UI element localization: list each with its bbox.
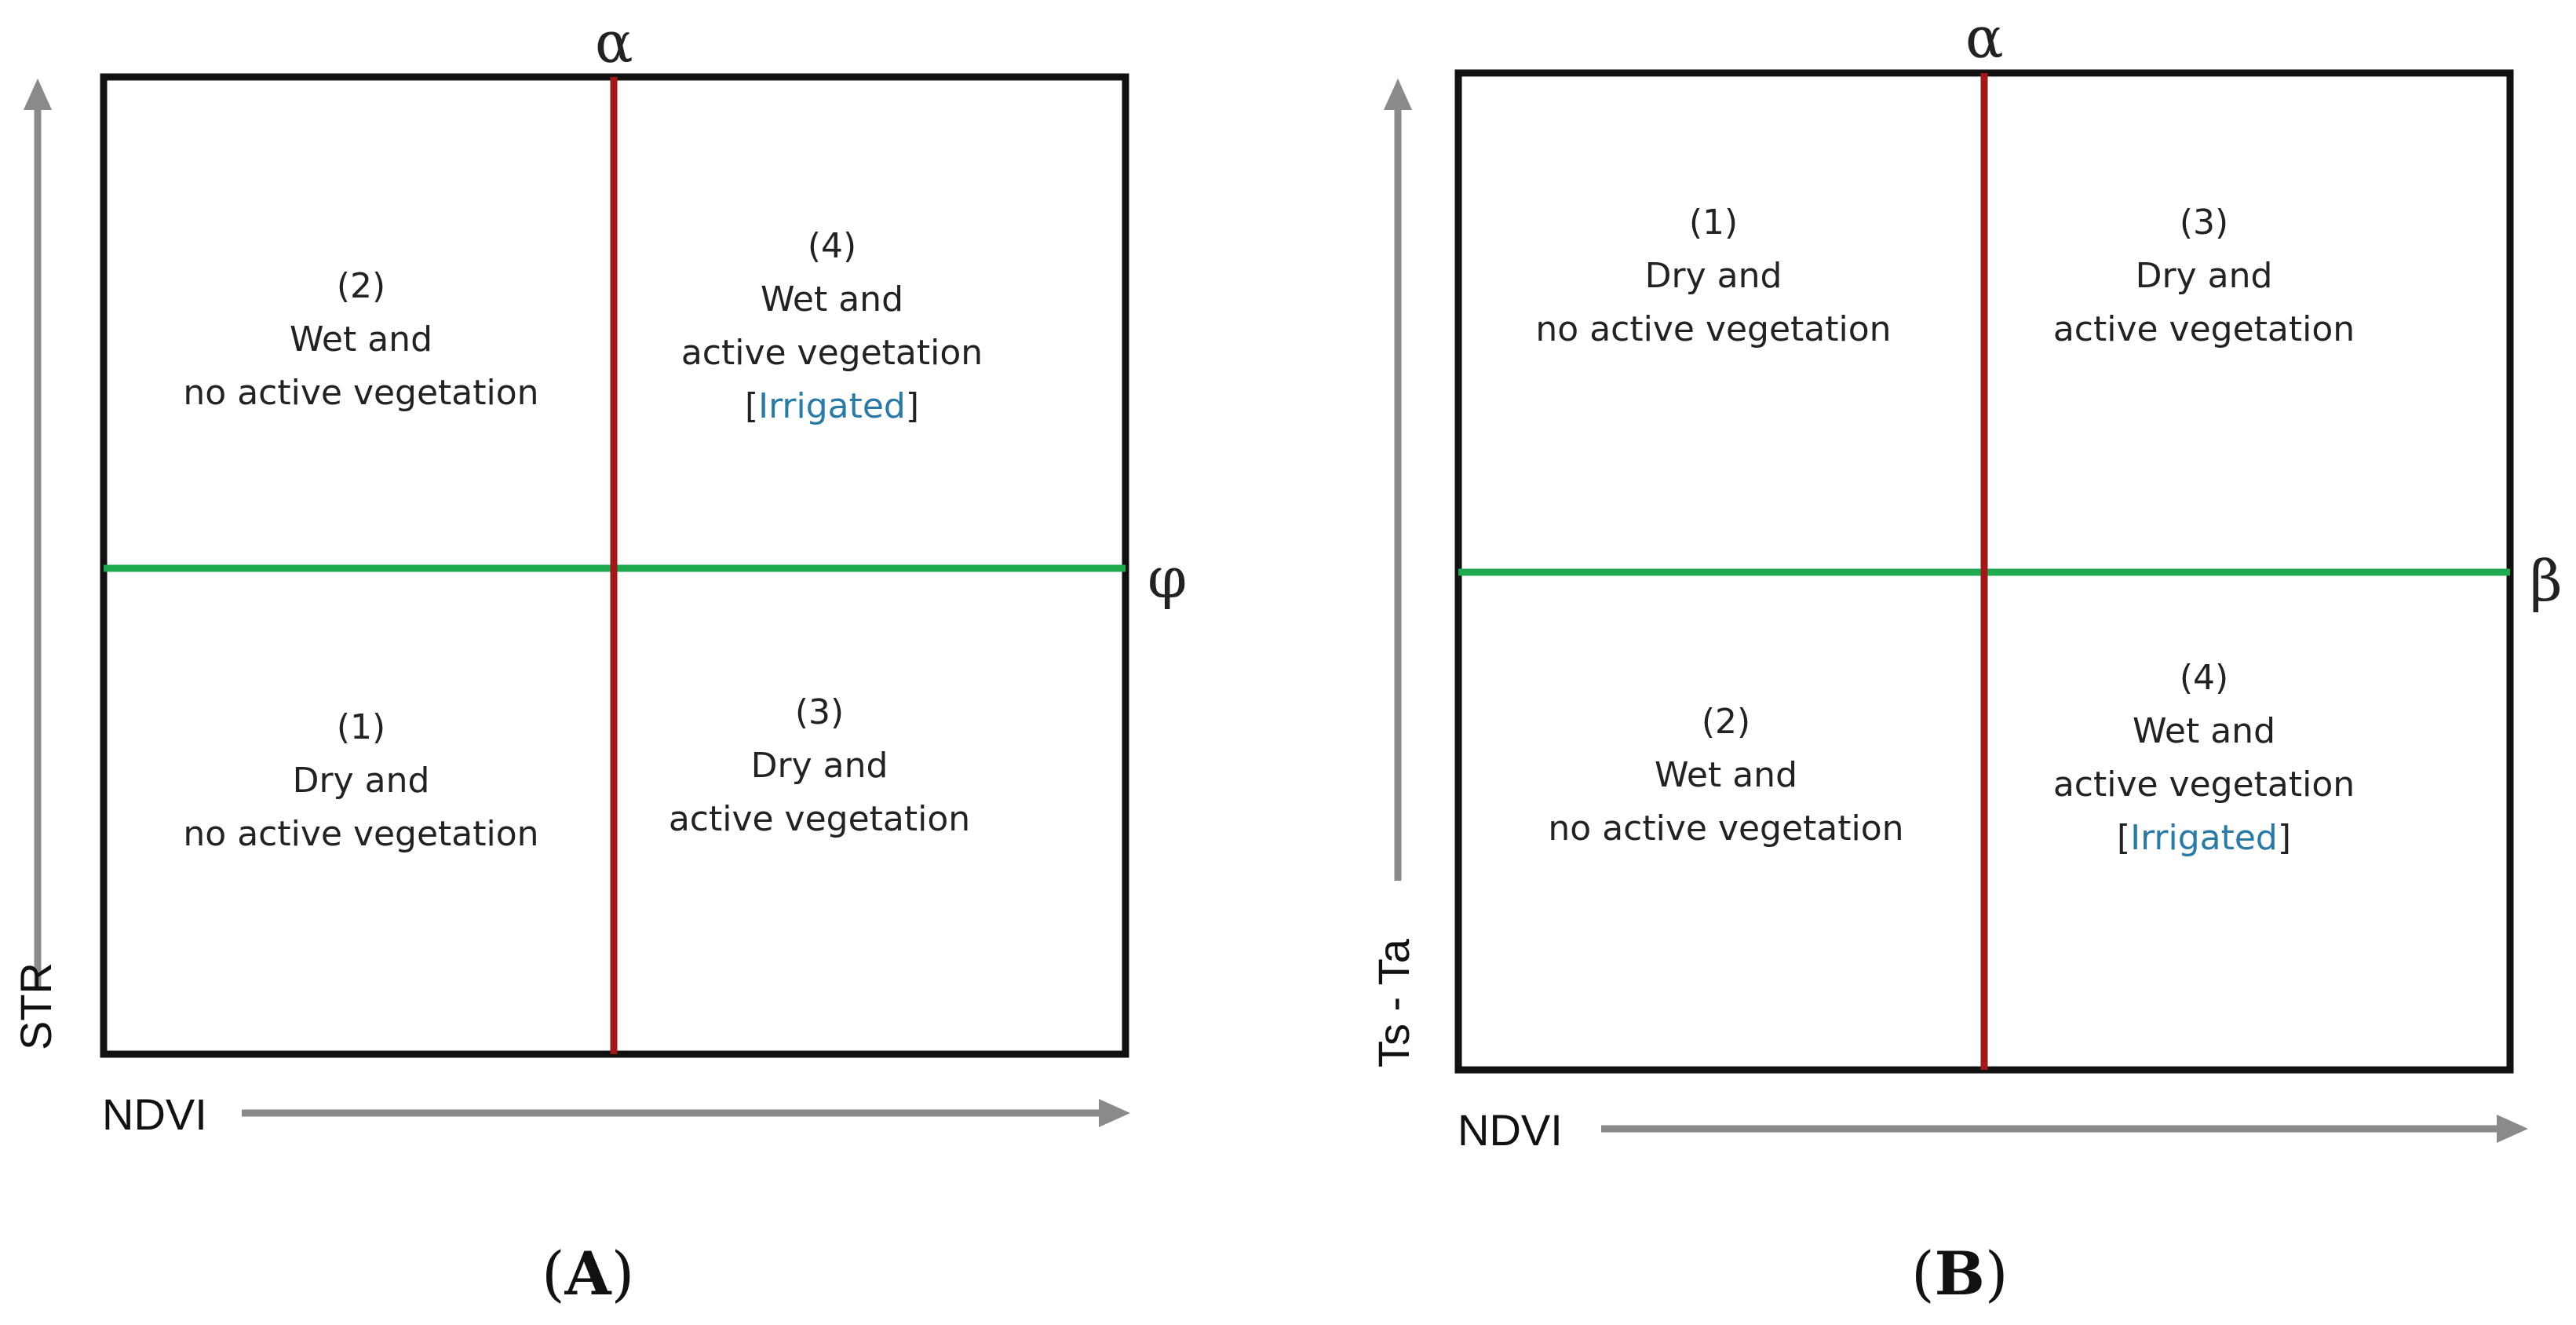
quadrant-bottom-left: (2) Wet and no active vegetation [1506,695,1946,856]
quadrant-line-1: Wet and [1654,755,1797,795]
x-axis-arrowhead [2497,1115,2528,1143]
panel-b-graphics [1384,69,2528,1143]
quadrant-line-2: active vegetation [668,799,971,839]
quadrant-bottom-right: (3) Dry and active vegetation [600,686,1039,846]
quadrant-number: (1) [336,707,386,747]
quadrant-line-2: no active vegetation [183,814,539,854]
y-axis-arrowhead [24,78,52,110]
phi-symbol: φ [1148,545,1188,611]
quadrant-line-2: no active vegetation [1535,309,1892,349]
quadrant-line-2: active vegetation [2052,765,2355,805]
panel-caption-b: (B) [1911,1239,2009,1309]
x-axis-arrowhead [1099,1099,1130,1127]
quadrant-line-2: active vegetation [2052,309,2355,349]
quadrant-top-right: (4) Wet and active vegetation [Irrigated… [612,220,1052,433]
quadrant-top-right: (3) Dry and active vegetation [1984,196,2424,356]
irrigated-label: Irrigated [758,386,906,426]
quadrant-line-2: active vegetation [680,333,983,373]
quadrant-number: (4) [807,226,857,266]
quadrant-line-1: Dry and [750,746,888,786]
quadrant-line-1: Dry and [2135,256,2273,296]
x-axis-label: NDVI [1458,1105,1563,1155]
y-axis-arrowhead [1384,78,1412,110]
quadrant-number: (3) [794,692,845,732]
beta-symbol: β [2530,548,2563,614]
alpha-symbol: α [1965,5,2004,71]
x-axis-label: NDVI [102,1090,207,1139]
quadrant-bottom-right: (4) Wet and active vegetation [Irrigated… [1984,652,2424,865]
quadrant-number: (4) [2179,658,2229,698]
quadrant-line-1: Wet and [760,279,903,319]
irrigated-note: [Irrigated] [2116,818,2292,858]
alpha-symbol: α [595,9,633,75]
panel-caption-a: (A) [542,1239,635,1309]
quadrant-number: (1) [1688,203,1739,243]
irrigated-label: Irrigated [2130,818,2278,858]
quadrant-top-left: (1) Dry and no active vegetation [1494,196,1933,356]
panel-b: α β Ts - Ta NDVI (1) Dry and no active v… [1288,0,2576,1325]
quadrant-bottom-left: (1) Dry and no active vegetation [141,701,581,861]
y-axis-label: Ts - Ta [1369,939,1418,1068]
quadrant-number: (2) [336,266,386,306]
quadrant-line-1: Dry and [292,761,430,801]
quadrant-line-1: Wet and [289,319,432,360]
quadrant-number: (2) [1701,702,1751,742]
y-axis-label: STR [11,962,60,1050]
quadrant-number: (3) [2179,203,2229,243]
irrigated-note: [Irrigated] [744,386,920,426]
quadrant-line-1: Dry and [1644,256,1782,296]
quadrant-line-2: no active vegetation [183,373,539,413]
panel-a-graphics [24,73,1130,1127]
quadrant-top-left: (2) Wet and no active vegetation [141,260,581,420]
panel-a: α φ STR NDVI (2) Wet and no active veget… [11,9,1188,1309]
quadrant-line-2: no active vegetation [1548,809,1904,849]
quadrant-line-1: Wet and [2132,711,2275,751]
